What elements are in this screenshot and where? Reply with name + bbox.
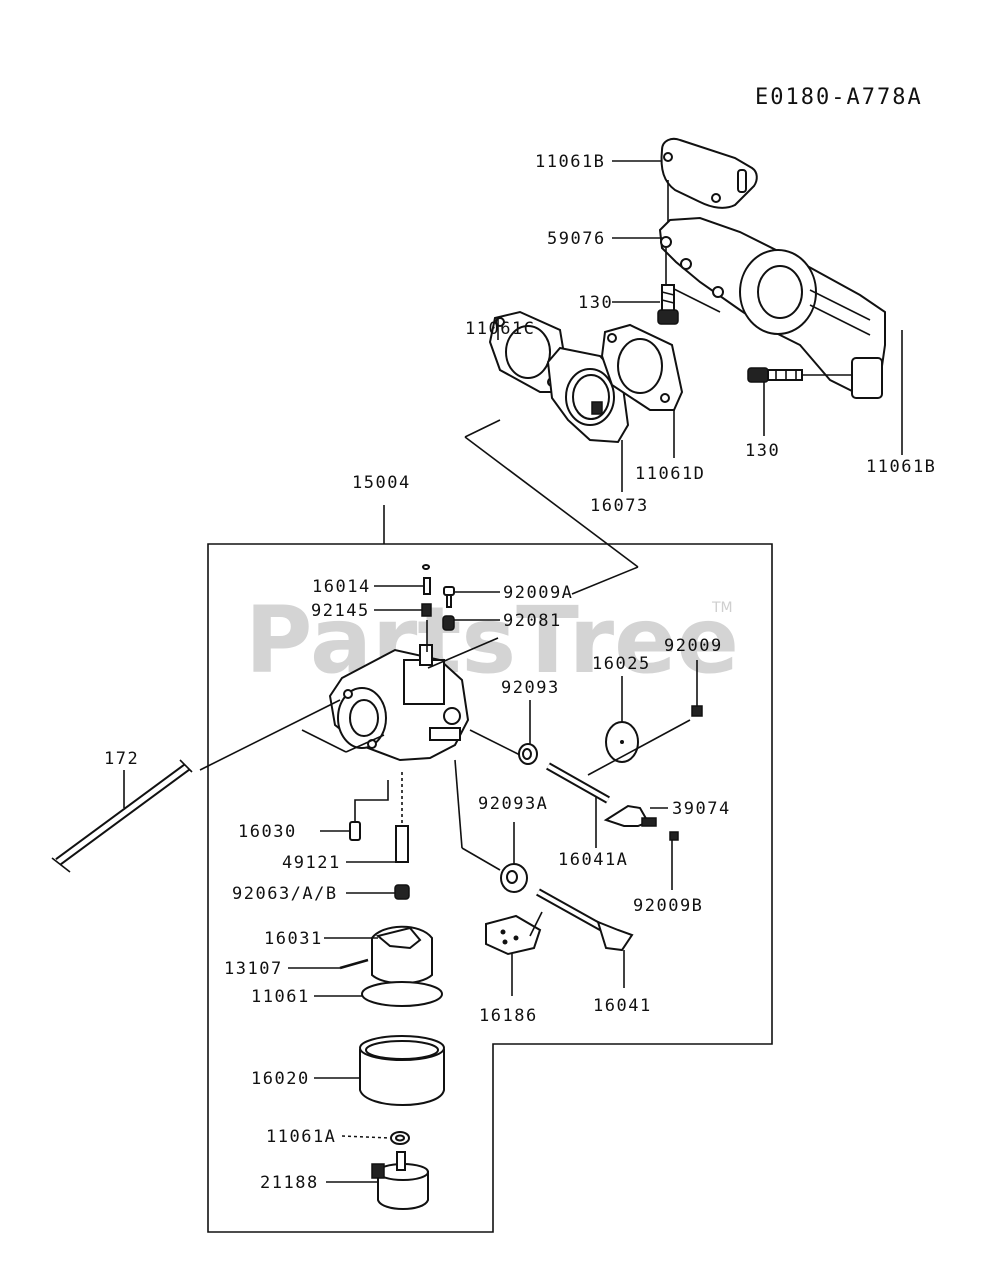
seal-92093a[interactable] bbox=[500, 863, 528, 893]
label-16014[interactable]: 16014 bbox=[312, 577, 371, 597]
float-16031[interactable] bbox=[371, 925, 433, 985]
bolt-130-b[interactable] bbox=[747, 367, 852, 383]
label-16186[interactable]: 16186 bbox=[479, 1006, 538, 1026]
pin-13107[interactable] bbox=[339, 958, 369, 970]
washer-11061a[interactable] bbox=[390, 1131, 410, 1145]
carburetor-body[interactable] bbox=[328, 644, 470, 762]
intake-manifold-59076[interactable] bbox=[658, 216, 886, 399]
screw-92009[interactable] bbox=[691, 705, 703, 717]
label-11061b-top[interactable]: 11061B bbox=[535, 152, 605, 172]
choke-plate-16186[interactable] bbox=[485, 914, 542, 956]
label-92063-a-b[interactable]: 92063/A/B bbox=[232, 884, 338, 904]
label-16030[interactable]: 16030 bbox=[238, 822, 297, 842]
label-92009[interactable]: 92009 bbox=[664, 636, 723, 656]
plug-92063[interactable] bbox=[394, 884, 410, 900]
gasket-11061[interactable] bbox=[361, 981, 443, 1007]
float-bowl-16020[interactable] bbox=[359, 1035, 445, 1106]
label-92093[interactable]: 92093 bbox=[501, 678, 560, 698]
label-11061a[interactable]: 11061A bbox=[266, 1127, 336, 1147]
nozzle-49121[interactable] bbox=[395, 825, 409, 863]
trademark: TM bbox=[711, 600, 733, 616]
label-92093a[interactable]: 92093A bbox=[478, 794, 548, 814]
label-172[interactable]: 172 bbox=[104, 749, 139, 769]
assembly-frame-15004 bbox=[207, 543, 773, 1233]
label-11061d[interactable]: 11061D bbox=[635, 464, 705, 484]
label-11061[interactable]: 11061 bbox=[251, 987, 310, 1007]
label-21188[interactable]: 21188 bbox=[260, 1173, 319, 1193]
label-59076[interactable]: 59076 bbox=[547, 229, 606, 249]
spring-92081[interactable] bbox=[442, 615, 455, 631]
stud-172[interactable] bbox=[51, 759, 193, 873]
label-92009b[interactable]: 92009B bbox=[633, 896, 703, 916]
label-39074[interactable]: 39074 bbox=[672, 799, 731, 819]
spring-92145[interactable] bbox=[421, 603, 432, 617]
label-11061b-right[interactable]: 11061B bbox=[866, 457, 936, 477]
label-92009a[interactable]: 92009A bbox=[503, 583, 573, 603]
screw-92009b[interactable] bbox=[669, 831, 679, 841]
bolt-130-a[interactable] bbox=[657, 284, 679, 325]
label-49121[interactable]: 49121 bbox=[282, 853, 341, 873]
label-130-b[interactable]: 130 bbox=[745, 441, 780, 461]
label-13107[interactable]: 13107 bbox=[224, 959, 283, 979]
needle-16014[interactable] bbox=[422, 564, 431, 595]
lever-39074[interactable] bbox=[603, 804, 657, 827]
label-16073[interactable]: 16073 bbox=[590, 496, 649, 516]
label-16041a[interactable]: 16041A bbox=[558, 850, 628, 870]
throttle-shaft-16041a[interactable] bbox=[546, 762, 610, 804]
gasket-11061d[interactable] bbox=[600, 323, 684, 411]
label-92081[interactable]: 92081 bbox=[503, 611, 562, 631]
solenoid-21188[interactable] bbox=[371, 1151, 429, 1210]
label-16025[interactable]: 16025 bbox=[592, 654, 651, 674]
label-130-a[interactable]: 130 bbox=[578, 293, 613, 313]
screw-92009a[interactable] bbox=[443, 586, 455, 608]
label-11061c[interactable]: 11061C bbox=[465, 319, 535, 339]
seal-92093[interactable] bbox=[518, 743, 538, 765]
label-16031[interactable]: 16031 bbox=[264, 929, 323, 949]
diagram-code: E0180-A778A bbox=[755, 85, 923, 110]
label-16020[interactable]: 16020 bbox=[251, 1069, 310, 1089]
label-92145[interactable]: 92145 bbox=[311, 601, 370, 621]
choke-shaft-16041[interactable] bbox=[536, 888, 634, 952]
gasket-11061b-top[interactable] bbox=[660, 137, 758, 209]
label-16041[interactable]: 16041 bbox=[593, 996, 652, 1016]
label-15004[interactable]: 15004 bbox=[352, 473, 411, 493]
jet-16030[interactable] bbox=[349, 821, 361, 841]
